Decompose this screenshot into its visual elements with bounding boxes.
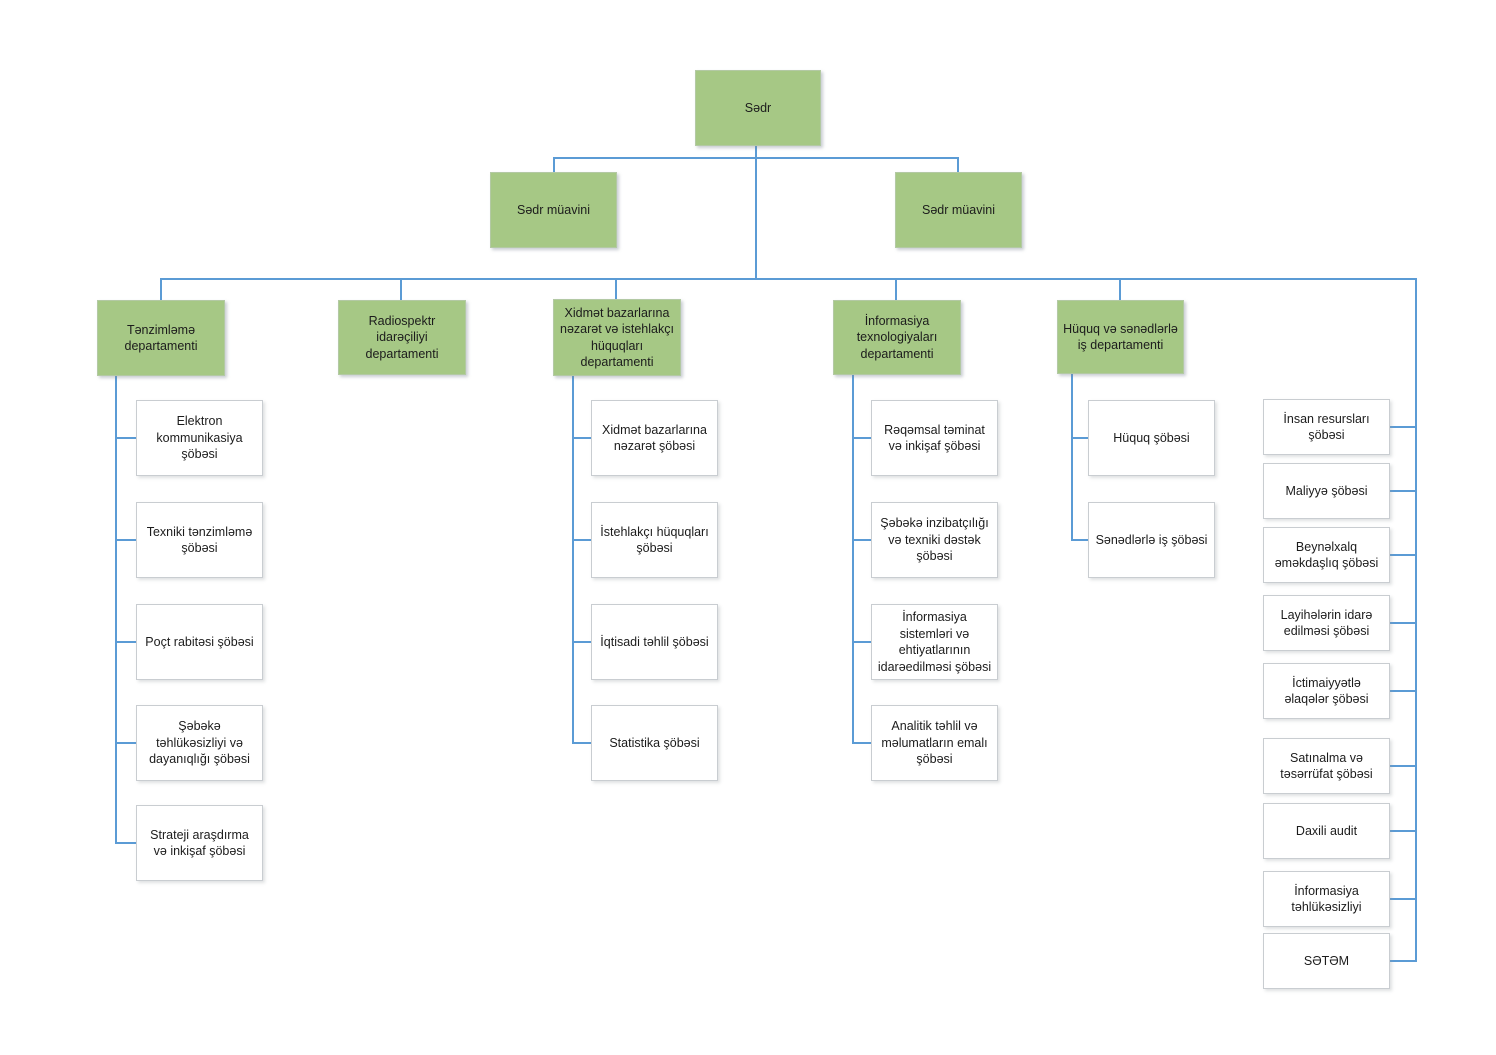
org-node-dept-huquq-sanadlar: Hüquq və sənədlərlə iş departamenti bbox=[1057, 300, 1184, 374]
org-node-unit-sabaka-tahlukasizliyi: Şəbəkə təhlükəsizliyi və dayanıqlığı şöb… bbox=[136, 705, 263, 781]
org-node-sadr-muavini-right: Sədr müavini bbox=[895, 172, 1022, 248]
org-node-sadr: Sədr bbox=[695, 70, 821, 146]
connector-line bbox=[1119, 278, 1121, 301]
connector-line bbox=[615, 278, 617, 300]
connector-line bbox=[115, 842, 136, 844]
org-node-unit-informasiya-sistemlari: İnformasiya sistemləri və ehtiyatlarının… bbox=[871, 604, 998, 680]
connector-line bbox=[1390, 490, 1417, 492]
connector-line bbox=[572, 641, 591, 643]
org-node-dept-radiospektr: Radiospektr idarəçiliyi departamenti bbox=[338, 300, 466, 375]
connector-line bbox=[852, 437, 871, 439]
connector-line bbox=[1390, 830, 1417, 832]
org-node-unit-insan-resurslari: İnsan resursları şöbəsi bbox=[1263, 399, 1390, 455]
connector-line bbox=[1415, 278, 1417, 962]
connector-line bbox=[755, 146, 757, 279]
connector-line bbox=[1390, 898, 1417, 900]
org-node-unit-analitik-tahlil: Analitik təhlil və məlumatların emalı şö… bbox=[871, 705, 998, 781]
org-node-unit-sabaka-inzibatciligi: Şəbəkə inzibatçılığı və texniki dəstək ş… bbox=[871, 502, 998, 578]
org-node-unit-istehlakci-huquqlari: İstehlakçı hüquqları şöbəsi bbox=[591, 502, 718, 578]
org-node-unit-strateji-arasdirma: Strateji araşdırma və inkişaf şöbəsi bbox=[136, 805, 263, 881]
org-node-unit-huquq: Hüquq şöbəsi bbox=[1088, 400, 1215, 476]
connector-line bbox=[553, 157, 959, 159]
connector-line bbox=[852, 539, 871, 541]
org-node-dept-xidmat-bazarlari: Xidmət bazarlarına nəzarət və istehlakçı… bbox=[553, 299, 681, 376]
connector-line bbox=[852, 375, 854, 743]
org-node-unit-satinalma-tasarrufat: Satınalma və təsərrüfat şöbəsi bbox=[1263, 738, 1390, 794]
org-node-unit-poct-rabitasi: Poçt rabitəsi şöbəsi bbox=[136, 604, 263, 680]
connector-line bbox=[1390, 765, 1417, 767]
connector-line bbox=[572, 437, 591, 439]
org-node-sadr-muavini-left: Sədr müavini bbox=[490, 172, 617, 248]
connector-line bbox=[115, 539, 136, 541]
connector-line bbox=[115, 376, 117, 844]
connector-line bbox=[1071, 437, 1088, 439]
org-node-dept-tanzimlama: Tənzimləmə departamenti bbox=[97, 300, 225, 376]
org-node-unit-elektron-kommunikasiya: Elektron kommunikasiya şöbəsi bbox=[136, 400, 263, 476]
org-node-unit-raqamsal-taminat: Rəqəmsal təminat və inkişaf şöbəsi bbox=[871, 400, 998, 476]
org-node-unit-sanadlarla-is: Sənədlərlə iş şöbəsi bbox=[1088, 502, 1215, 578]
org-node-unit-texniki-tanzimlama: Texniki tənzimləmə şöbəsi bbox=[136, 502, 263, 578]
connector-line bbox=[160, 278, 162, 301]
connector-line bbox=[1390, 426, 1417, 428]
connector-line bbox=[572, 376, 574, 743]
org-node-unit-satam: SƏTƏM bbox=[1263, 933, 1390, 989]
org-node-unit-daxili-audit: Daxili audit bbox=[1263, 803, 1390, 859]
connector-line bbox=[115, 742, 136, 744]
connector-line bbox=[852, 742, 871, 744]
connector-line bbox=[161, 278, 1417, 280]
connector-line bbox=[572, 539, 591, 541]
connector-line bbox=[1390, 960, 1417, 962]
connector-line bbox=[852, 641, 871, 643]
connector-line bbox=[895, 278, 897, 301]
connector-line bbox=[572, 742, 591, 744]
org-node-unit-ictimaiyyatla-alaqalar: İctimaiyyətlə əlaqələr şöbəsi bbox=[1263, 663, 1390, 719]
org-node-unit-statistika: Statistika şöbəsi bbox=[591, 705, 718, 781]
connector-line bbox=[1071, 374, 1073, 540]
org-node-unit-maliyya: Maliyyə şöbəsi bbox=[1263, 463, 1390, 519]
connector-line bbox=[115, 641, 136, 643]
connector-line bbox=[115, 437, 136, 439]
org-node-unit-iqtisadi-tahlil: İqtisadi təhlil şöbəsi bbox=[591, 604, 718, 680]
org-node-unit-informasiya-tahlukasizliyi: İnformasiya təhlükəsizliyi bbox=[1263, 871, 1390, 927]
connector-line bbox=[1390, 690, 1417, 692]
connector-line bbox=[1390, 554, 1417, 556]
connector-line bbox=[957, 157, 959, 173]
org-node-unit-xidmat-bazarlarina-nazarat: Xidmət bazarlarına nəzarət şöbəsi bbox=[591, 400, 718, 476]
connector-line bbox=[553, 157, 555, 173]
connector-line bbox=[1390, 622, 1417, 624]
org-node-unit-layihalarin-idara-edilmasi: Layihələrin idarə edilməsi şöbəsi bbox=[1263, 595, 1390, 651]
connector-line bbox=[1071, 539, 1088, 541]
connector-line bbox=[400, 278, 402, 301]
org-node-unit-beynalxalq-amakdasliq: Beynəlxalq əməkdaşlıq şöbəsi bbox=[1263, 527, 1390, 583]
org-node-dept-informasiya-texnologiyalari: İnformasiya texnologiyaları departamenti bbox=[833, 300, 961, 375]
